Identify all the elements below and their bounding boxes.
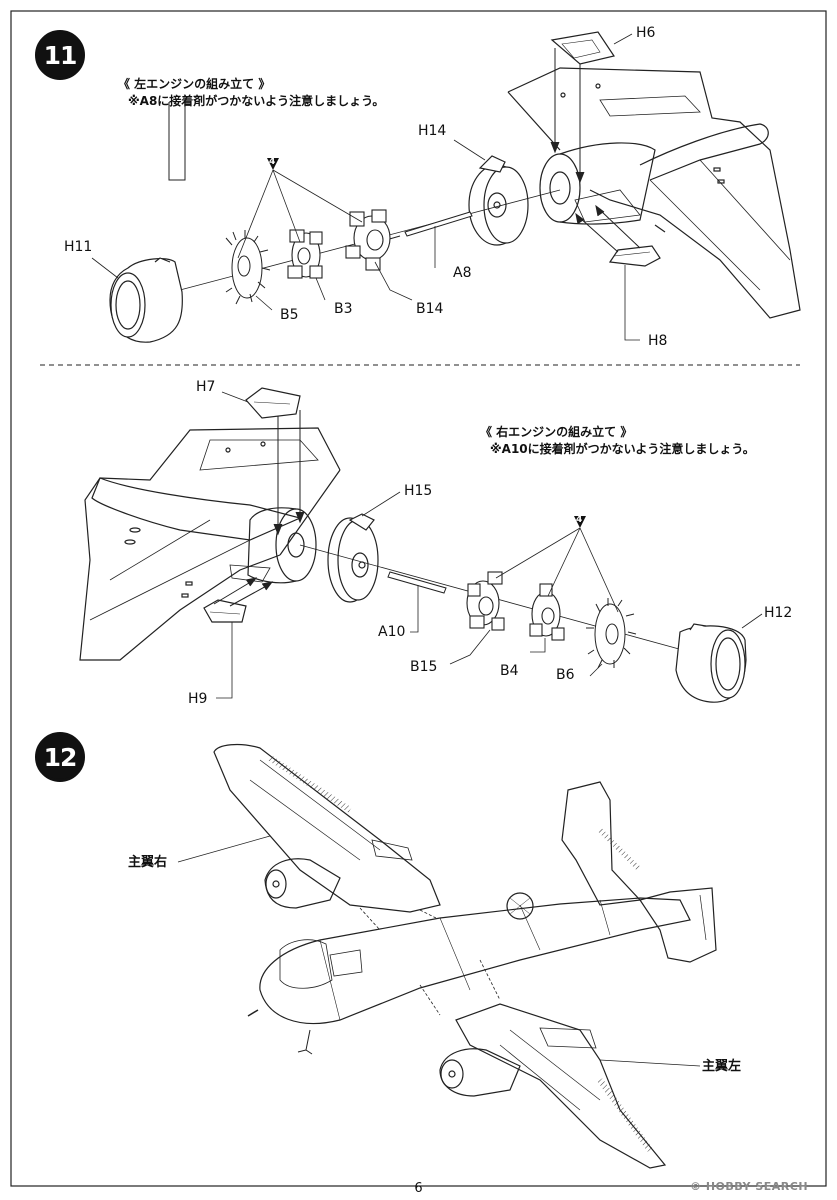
- part-b4: [529, 583, 565, 641]
- label-h8: H8: [648, 333, 668, 349]
- label-b15: B15: [410, 659, 438, 675]
- arrows-h6: [550, 48, 585, 184]
- label-b5: B5: [280, 307, 299, 323]
- left-engine-caution: ※A8に接着剤がつかないよう注意しましょう。: [128, 94, 385, 108]
- part-h15: [327, 513, 379, 603]
- left-engine-title: 《 左エンジンの組み立て 》: [118, 77, 271, 91]
- watermark: © HOBBY SEARCH: [690, 1180, 809, 1193]
- marker-right-number: 4: [576, 515, 583, 525]
- aircraft-drawing: [213, 743, 717, 1169]
- leader-h8: [624, 265, 640, 341]
- label-h12: H12: [764, 605, 793, 621]
- leader-a10: [410, 585, 419, 633]
- leader-b3: [315, 277, 326, 301]
- label-a10: A10: [378, 624, 406, 640]
- part-h8: [608, 245, 661, 267]
- right-engine-title: 《 右エンジンの組み立て 》: [480, 425, 633, 439]
- label-h11: H11: [64, 239, 93, 255]
- label-h9: H9: [188, 691, 208, 707]
- part-a10: [387, 571, 447, 594]
- part-b15: [466, 571, 505, 631]
- label-h15: H15: [404, 483, 433, 499]
- leader-h14: [453, 139, 486, 161]
- part-b3: [287, 229, 323, 279]
- right-wing-drawing: [79, 427, 341, 661]
- leader-h12: [741, 613, 763, 629]
- label-b14: B14: [416, 301, 444, 317]
- marker-left-number: 4: [269, 157, 276, 167]
- note-bracket: [168, 102, 186, 181]
- leader-left-wing: [599, 1059, 701, 1067]
- part-b14: [345, 209, 391, 271]
- label-b3: B3: [334, 301, 353, 317]
- leader-b4: [530, 638, 546, 653]
- label-b4: B4: [500, 663, 519, 679]
- leader-h11: [91, 257, 119, 279]
- arrows-h8: [575, 204, 641, 253]
- leader-h15: [361, 491, 401, 517]
- arrows-h9: [213, 577, 274, 607]
- leader-b6: [589, 663, 603, 677]
- part-b5: [225, 230, 271, 305]
- part-b6: [586, 598, 637, 669]
- part-h9: [203, 599, 247, 623]
- part-h14: [468, 155, 529, 246]
- part-h6: [550, 31, 615, 65]
- arrows-h7: [273, 410, 305, 536]
- leader-h9: [216, 622, 233, 699]
- leader-right-wing: [177, 835, 271, 863]
- leader-h7: [221, 391, 249, 403]
- label-h7: H7: [196, 379, 216, 395]
- page-number: 6: [414, 1181, 423, 1196]
- label-h6: H6: [636, 25, 656, 41]
- marker-left: [237, 158, 363, 259]
- leader-b15: [449, 629, 491, 665]
- leader-b14: [374, 261, 413, 301]
- label-a8: A8: [453, 265, 472, 281]
- label-right-wing: 主翼右: [128, 855, 168, 870]
- step-number-11-text: 11: [43, 40, 78, 70]
- right-engine-caution: ※A10に接着剤がつかないよう注意しましょう。: [490, 442, 755, 456]
- marker-right: [495, 516, 619, 613]
- left-wing-drawing: [507, 67, 801, 319]
- label-b6: B6: [556, 667, 575, 683]
- part-a8: [404, 211, 473, 237]
- label-h14: H14: [418, 123, 447, 139]
- page-border: [10, 10, 827, 1187]
- leader-h6: [613, 33, 633, 45]
- part-h11: [109, 257, 183, 343]
- step-number-11: 11: [35, 30, 85, 80]
- label-left-wing: 主翼左: [702, 1059, 742, 1074]
- step-number-12: 12: [35, 732, 85, 782]
- leader-b5: [255, 295, 273, 311]
- part-h12: [675, 623, 747, 703]
- part-h7: [245, 387, 301, 419]
- step-number-12-text: 12: [43, 742, 78, 772]
